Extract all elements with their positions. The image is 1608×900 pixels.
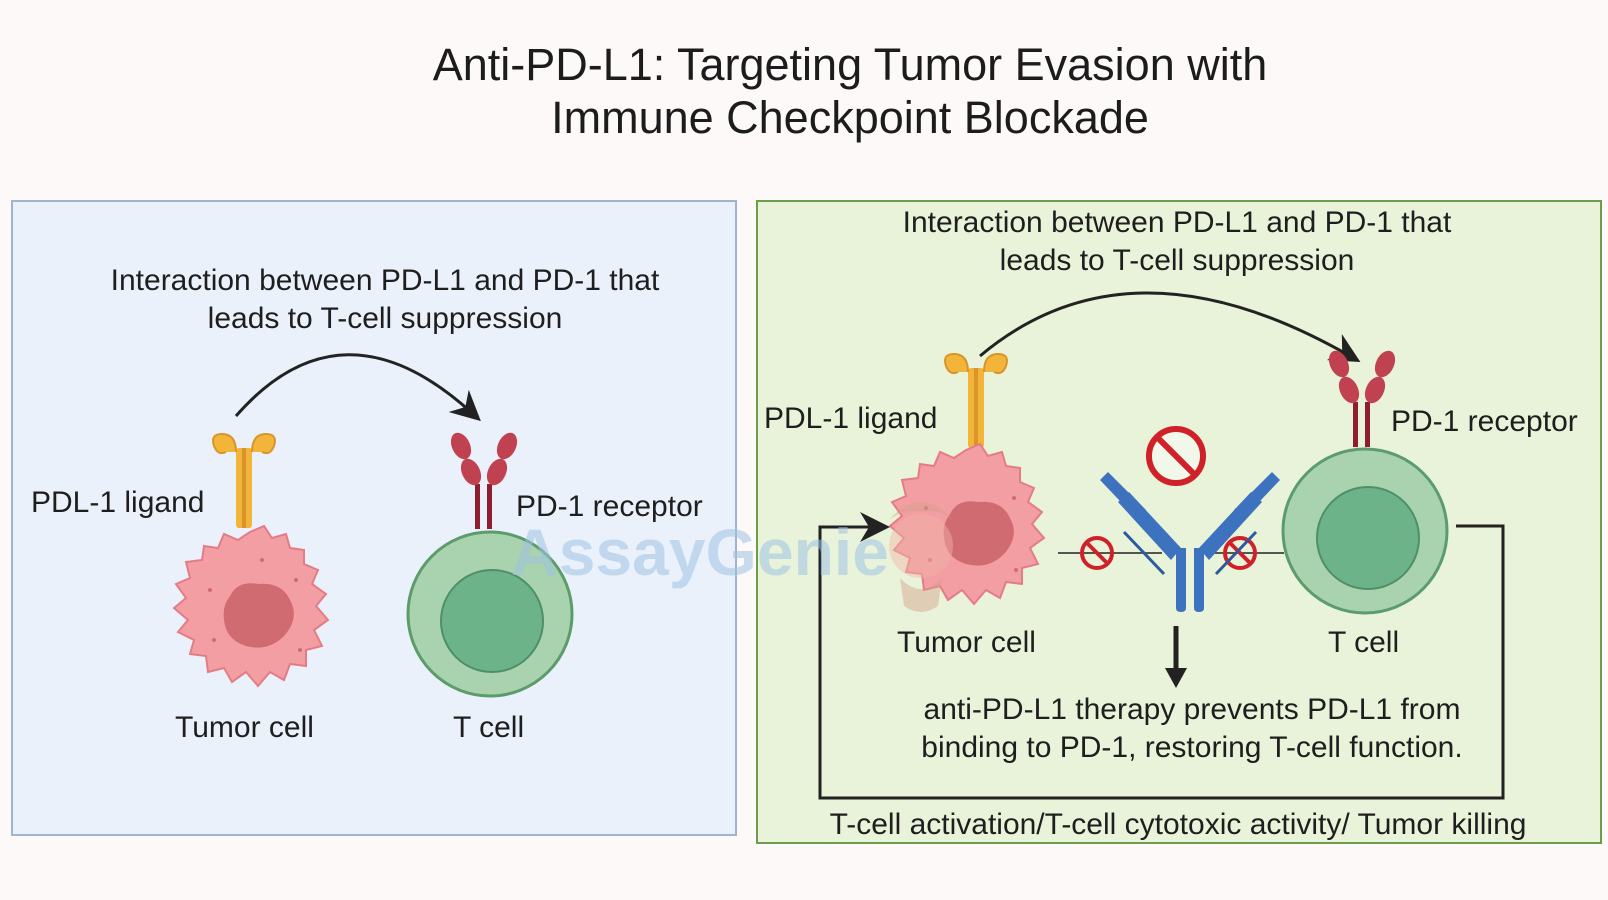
right-pd-l1-ligand-icon (944, 353, 1008, 449)
right-t-cell-label: T cell (1328, 626, 1400, 659)
therapy-line-1: anti-PD-L1 therapy prevents PD-L1 from (923, 693, 1461, 726)
right-interaction-line-2: leads to T-cell suppression (999, 244, 1355, 277)
right-tumor-cell-icon (888, 442, 1046, 606)
title-line-2: Immune Checkpoint Blockade (551, 92, 1149, 143)
diagram-title: Anti-PD-L1: Targeting Tumor Evasion with… (0, 38, 1608, 144)
right-interaction-arrow (979, 291, 1361, 362)
therapy-arrow-head (1165, 668, 1187, 688)
left-t-cell-icon (406, 530, 574, 698)
assaygenie-watermark-text: AssayGenie (511, 515, 889, 589)
left-pd-l1-ligand-icon (212, 433, 276, 529)
left-t-cell-label: T cell (453, 711, 525, 744)
right-interaction-line-1: Interaction between PD-L1 and PD-1 that (902, 206, 1452, 239)
left-ligand-label: PDL-1 ligand (31, 486, 205, 519)
left-pd-1-receptor-icon (446, 429, 522, 529)
right-receptor-label: PD-1 receptor (1391, 405, 1578, 438)
left-tumor-cell-label: Tumor cell (175, 711, 314, 744)
right-tumor-cell-label: Tumor cell (897, 626, 1036, 659)
prohibited-icon (1146, 426, 1206, 486)
assaygenie-watermark-icon (889, 502, 953, 612)
therapy-line-2: binding to PD-1, restoring T-cell functi… (921, 731, 1463, 764)
right-pd-1-receptor-icon (1324, 347, 1400, 447)
left-panel-pd1-interaction (11, 200, 737, 836)
outcome-caption: T-cell activation/T-cell cytotoxic activ… (829, 808, 1527, 841)
left-tumor-cell-icon (172, 524, 330, 688)
left-interaction-caption: Interaction between PD-L1 and PD-1 that … (70, 262, 700, 338)
left-interaction-line-1: Interaction between PD-L1 and PD-1 that (110, 264, 660, 297)
title-line-1: Anti-PD-L1: Targeting Tumor Evasion with (432, 39, 1268, 90)
right-ligand-label: PDL-1 ligand (764, 402, 938, 435)
left-interaction-line-2: leads to T-cell suppression (207, 302, 563, 335)
right-interaction-caption: Interaction between PD-L1 and PD-1 that … (862, 204, 1492, 280)
left-receptor-label: PD-1 receptor (516, 490, 703, 523)
therapy-caption: anti-PD-L1 therapy prevents PD-L1 from b… (862, 691, 1522, 767)
feedback-loop-arrow (818, 512, 1505, 800)
anti-pd-l1-antibody-icon (1100, 472, 1280, 612)
left-interaction-arrow (234, 353, 481, 422)
right-t-cell-icon (1281, 447, 1449, 615)
